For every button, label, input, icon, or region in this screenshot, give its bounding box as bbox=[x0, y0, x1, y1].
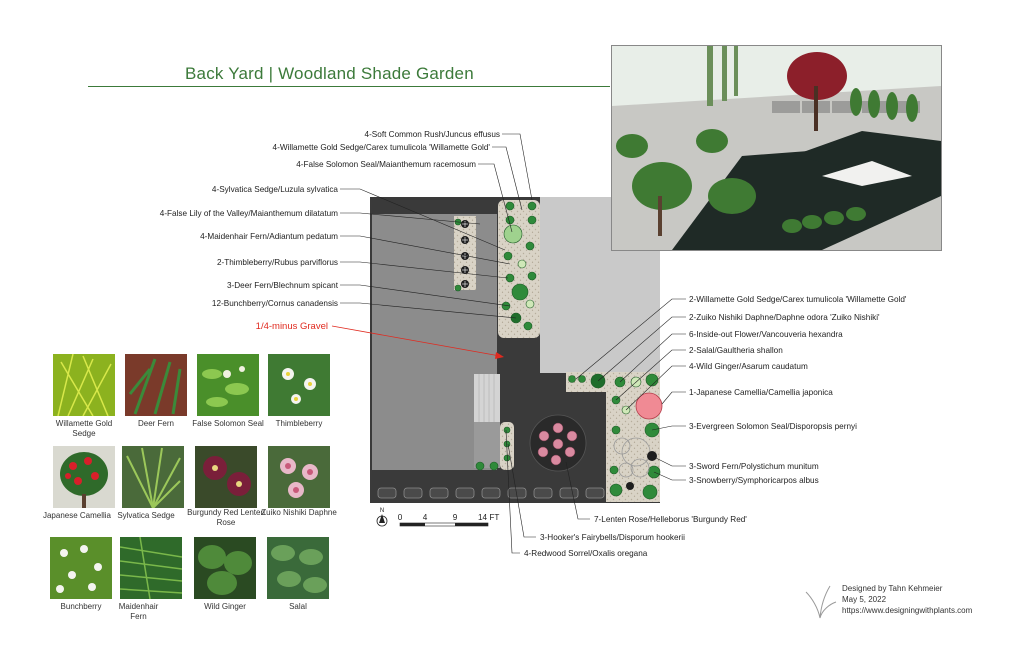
label-soft-rush: 4-Soft Common Rush/Juncus effusus bbox=[365, 130, 500, 139]
plant-caption: Zuiko Nishiki Daphne bbox=[261, 508, 337, 517]
north-arrow-icon bbox=[376, 514, 388, 527]
label-willamette-sedge: 4-Willamette Gold Sedge/Carex tumulicola… bbox=[273, 143, 491, 152]
scale-tick-4: 4 bbox=[423, 513, 428, 522]
north-label: N bbox=[380, 508, 384, 514]
signature-logo-icon bbox=[805, 585, 837, 619]
plant-caption: Thimbleberry bbox=[275, 419, 323, 428]
plant-caption: Maidenhair Fern bbox=[118, 602, 159, 621]
label-lenten-rose: 7-Lenten Rose/Helleborus 'Burgundy Red' bbox=[594, 515, 747, 524]
daphne-photo-icon bbox=[268, 446, 330, 508]
deck-steps bbox=[474, 374, 500, 422]
plant-caption: Japanese Camellia bbox=[42, 511, 112, 520]
solomon-seal-photo-icon bbox=[197, 354, 259, 416]
3d-render-image bbox=[611, 45, 942, 251]
scale-tick-14: 14 FT bbox=[478, 513, 499, 522]
plant-caption: False Solomon Seal bbox=[192, 419, 264, 428]
bunchberry-photo-icon bbox=[50, 537, 112, 599]
plant-caption: Willamette Gold Sedge bbox=[55, 419, 113, 438]
sedge-photo-icon bbox=[122, 446, 184, 508]
designer-name: Designed by Tahn Kehmeier bbox=[842, 584, 943, 593]
plant-caption: Salal bbox=[289, 602, 307, 611]
title-rule bbox=[88, 86, 610, 87]
label-false-lily: 4-False Lily of the Valley/Maianthemum d… bbox=[160, 209, 338, 218]
label-willamette-sedge-2: 2-Willamette Gold Sedge/Carex tumulicola… bbox=[689, 295, 907, 304]
label-sylvatica-sedge: 4-Sylvatica Sedge/Luzula sylvatica bbox=[212, 185, 339, 194]
hellebore-photo-icon bbox=[195, 446, 257, 508]
label-redwood-sorrel: 4-Redwood Sorrel/Oxalis oregana bbox=[524, 549, 648, 558]
label-salal: 2-Salal/Gaultheria shallon bbox=[689, 346, 783, 355]
label-deer-fern: 3-Deer Fern/Blechnum spicant bbox=[227, 281, 339, 290]
label-daphne: 2-Zuiko Nishiki Daphne/Daphne odora 'Zui… bbox=[689, 313, 880, 322]
label-snowberry: 3-Snowberry/Symphoricarpos albus bbox=[689, 476, 819, 485]
label-false-solomon-seal: 4-False Solomon Seal/Maianthemum racemos… bbox=[296, 160, 476, 169]
label-bunchberry: 12-Bunchberry/Cornus canadensis bbox=[212, 299, 338, 308]
step-landing bbox=[474, 422, 500, 468]
fern-photo-icon bbox=[120, 537, 182, 599]
thimbleberry-photo-icon bbox=[268, 354, 330, 416]
page-title: Back Yard | Woodland Shade Garden bbox=[185, 64, 474, 83]
scale-tick-0: 0 bbox=[398, 513, 403, 522]
label-inside-out-flower: 6-Inside-out Flower/Vancouveria hexandra bbox=[689, 330, 843, 339]
design-credit: Designed by Tahn Kehmeier May 5, 2022 ht… bbox=[842, 583, 972, 616]
label-gravel: 1/4-minus Gravel bbox=[256, 321, 328, 332]
camellia-symbol bbox=[635, 392, 663, 420]
label-fairybells: 3-Hooker's Fairybells/Disporum hookerii bbox=[540, 533, 685, 542]
salal-photo-icon bbox=[267, 537, 329, 599]
plant-caption: Sylvatica Sedge bbox=[117, 511, 175, 520]
plant-caption: Bunchberry bbox=[60, 602, 102, 611]
design-date: May 5, 2022 bbox=[842, 595, 887, 604]
designer-url[interactable]: https://www.designingwithplants.com bbox=[842, 606, 973, 615]
label-maidenhair-fern: 4-Maidenhair Fern/Adiantum pedatum bbox=[200, 232, 338, 241]
camellia-photo-icon bbox=[53, 446, 115, 508]
plant-caption: Deer Fern bbox=[137, 419, 174, 428]
sedge-photo-icon bbox=[53, 354, 115, 416]
plant-caption: Wild Ginger bbox=[204, 602, 246, 611]
fern-photo-icon bbox=[125, 354, 187, 416]
plant-caption: Burgundy Red Lenten Rose bbox=[187, 508, 265, 527]
scale-bar bbox=[399, 522, 489, 527]
label-camellia: 1-Japanese Camellia/Camellia japonica bbox=[689, 388, 833, 397]
label-thimbleberry: 2-Thimbleberry/Rubus parviflorus bbox=[217, 258, 338, 267]
label-sword-fern: 3-Sword Fern/Polystichum munitum bbox=[689, 462, 819, 471]
ginger-photo-icon bbox=[194, 537, 256, 599]
label-wild-ginger: 4-Wild Ginger/Asarum caudatum bbox=[689, 362, 808, 371]
scale-tick-9: 9 bbox=[453, 513, 458, 522]
label-evergreen-solomon-seal: 3-Evergreen Solomon Seal/Disporopsis per… bbox=[689, 422, 857, 431]
